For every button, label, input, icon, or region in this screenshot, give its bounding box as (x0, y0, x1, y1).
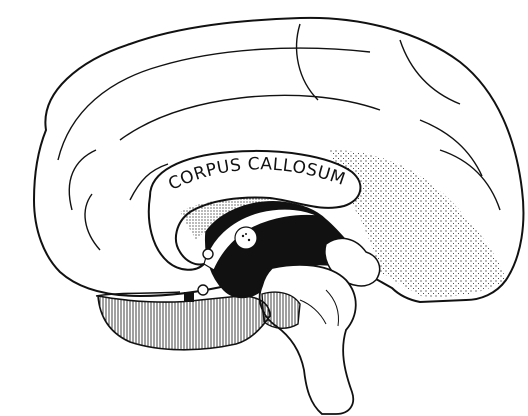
interthalamic-adhesion (235, 227, 257, 249)
brainstem (260, 265, 356, 414)
anterior-commissure (203, 249, 213, 259)
temporal-lobe (98, 296, 270, 350)
optic-chiasm (198, 285, 208, 295)
uncus (262, 292, 300, 328)
